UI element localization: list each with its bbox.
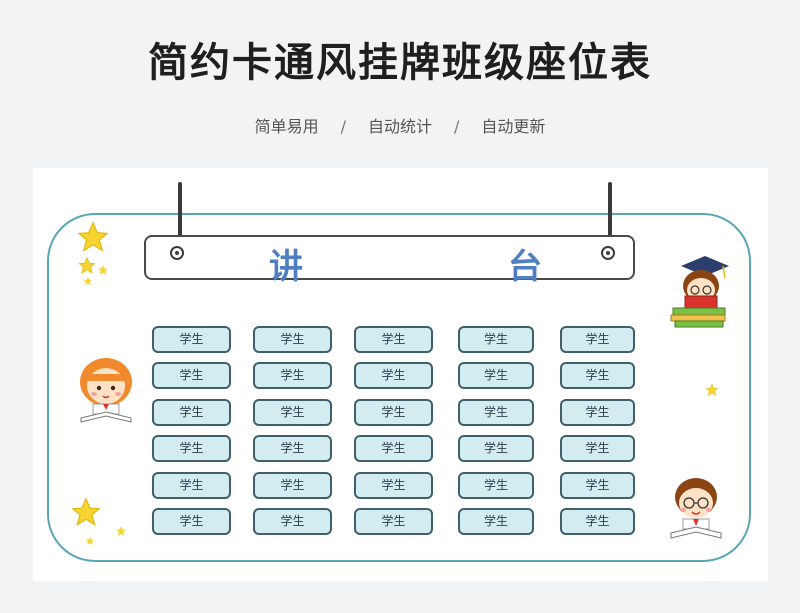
seat-r3-c3[interactable]: 学生 — [354, 399, 433, 426]
seating-card: 讲 台 学生学生学生学生学生学生学生学生学生学生学生学生学生学生学生学生学生学生… — [33, 168, 768, 581]
hanging-rope-right — [608, 182, 612, 248]
seat-r1-c5[interactable]: 学生 — [560, 326, 635, 353]
podium-label-2: 台 — [508, 247, 542, 287]
tag-auto-stats: 自动统计 — [367, 117, 432, 136]
girl-reading-icon — [80, 358, 132, 423]
seat-r2-c1[interactable]: 学生 — [152, 362, 231, 389]
seat-r4-c1[interactable]: 学生 — [152, 435, 231, 462]
page-title: 简约卡通风挂牌班级座位表 — [148, 40, 652, 86]
seat-r3-c5[interactable]: 学生 — [560, 399, 635, 426]
seat-r6-c2[interactable]: 学生 — [253, 508, 332, 535]
seat-r4-c4[interactable]: 学生 — [458, 435, 534, 462]
tag-auto-update: 自动更新 — [481, 117, 546, 136]
seat-r6-c1[interactable]: 学生 — [152, 508, 231, 535]
seat-r1-c1[interactable]: 学生 — [152, 326, 231, 353]
seat-r6-c4[interactable]: 学生 — [458, 508, 534, 535]
seat-r1-c2[interactable]: 学生 — [253, 326, 332, 353]
seat-r5-c1[interactable]: 学生 — [152, 472, 231, 499]
seat-r3-c2[interactable]: 学生 — [253, 399, 332, 426]
seat-r2-c4[interactable]: 学生 — [458, 362, 534, 389]
seat-r6-c5[interactable]: 学生 — [560, 508, 635, 535]
star-icon — [98, 265, 108, 275]
seat-r5-c3[interactable]: 学生 — [354, 472, 433, 499]
star-icon — [705, 383, 719, 397]
star-icon — [116, 526, 126, 536]
star-icon — [71, 497, 101, 526]
seat-r6-c3[interactable]: 学生 — [354, 508, 433, 535]
boy-graduate-icon — [670, 256, 729, 328]
seat-r2-c2[interactable]: 学生 — [253, 362, 332, 389]
star-icon — [77, 221, 109, 252]
seat-r3-c1[interactable]: 学生 — [152, 399, 231, 426]
seat-r5-c4[interactable]: 学生 — [458, 472, 534, 499]
seat-r1-c4[interactable]: 学生 — [458, 326, 534, 353]
seat-r5-c2[interactable]: 学生 — [253, 472, 332, 499]
seat-r1-c3[interactable]: 学生 — [354, 326, 433, 353]
seat-r4-c3[interactable]: 学生 — [354, 435, 433, 462]
seat-r4-c5[interactable]: 学生 — [560, 435, 635, 462]
seat-r3-c4[interactable]: 学生 — [458, 399, 534, 426]
seat-r2-c3[interactable]: 学生 — [354, 362, 433, 389]
tag-separator: / — [340, 117, 346, 136]
podium-hole-right — [601, 246, 615, 260]
seat-r2-c5[interactable]: 学生 — [560, 362, 635, 389]
podium-sign: 讲 台 — [144, 235, 635, 287]
podium-hole-left — [170, 246, 184, 260]
seat-r5-c5[interactable]: 学生 — [560, 472, 635, 499]
seat-r4-c2[interactable]: 学生 — [253, 435, 332, 462]
podium-label-1: 讲 — [269, 247, 303, 287]
seating-board-frame — [47, 213, 751, 562]
star-icon — [85, 536, 95, 545]
tag-easy: 简单易用 — [254, 117, 319, 136]
boy-glasses-icon — [670, 478, 722, 539]
subtitle-tags: 简单易用 / 自动统计 / 自动更新 — [0, 113, 800, 137]
tag-separator: / — [454, 117, 460, 136]
star-icon — [83, 276, 93, 285]
star-icon — [78, 256, 96, 274]
hanging-rope-left — [178, 182, 182, 248]
